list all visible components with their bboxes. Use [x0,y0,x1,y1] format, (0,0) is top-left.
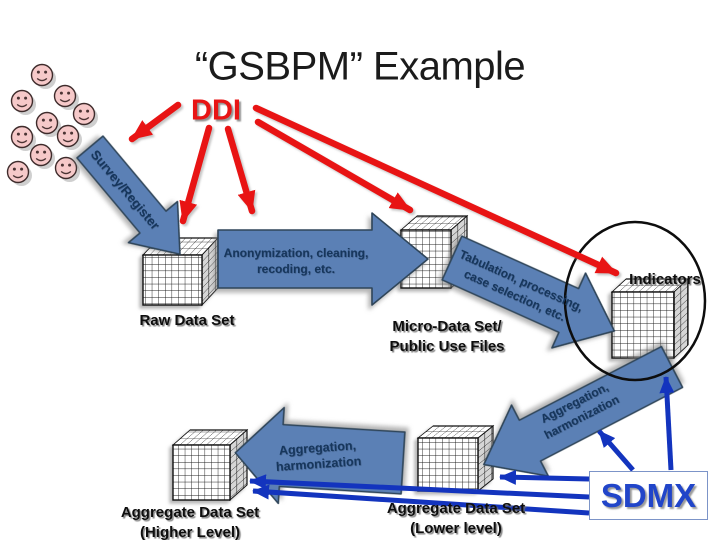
aggregate-lower-cube [416,424,495,493]
indicators-cube [610,277,690,360]
sdmx-standard-box: SDMX [589,471,708,520]
aggregation-to-higher-arrow [234,406,406,505]
sdmx-arrow-to-indicators [659,376,675,471]
ddi-arrow-to-anonymization [224,125,256,215]
sdmx-arrow-to-higher-cube-2 [252,484,590,516]
indicators-highlight-ellipse [563,220,707,382]
smiley-face-icon [10,125,36,151]
ddi-arrow-to-raw-data [179,124,213,225]
anonymization-arrow-label: Anonymization, cleaning, recoding, etc. [223,246,369,276]
smiley-face-icon [29,143,55,169]
sdmx-standard-label: SDMX [600,476,697,514]
page-title: “GSBPM” Example [194,44,526,89]
aggregate-higher-label: Aggregate Data Set (Higher Level) [120,504,260,540]
smiley-face-icon [10,89,36,115]
sdmx-arrow-to-higher-cube-1 [249,474,590,500]
aggregate-higher-cube [171,428,249,502]
smiley-face-icon [72,102,98,128]
smiley-face-icon [53,84,79,110]
sdmx-arrow-to-lower-cube [499,469,590,485]
ddi-standard-label: DDI [191,94,241,127]
ddi-arrow-to-survey [128,101,182,143]
population-smiley-cluster [6,63,98,186]
survey-register-arrow [76,135,181,256]
raw-data-set-label: Raw Data Set [139,312,235,329]
sdmx-arrow-to-aggregation [597,429,635,472]
smiley-face-icon [56,124,82,150]
indicators-label: Indicators [629,271,701,288]
tabulation-arrow [441,235,616,349]
smiley-face-icon [54,156,80,182]
aggregation-to-higher-arrow-label: Aggregation, harmonization [275,438,362,474]
ddi-arrow-to-micro-data [254,118,414,214]
smiley-face-icon [30,63,56,89]
smiley-face-icon [35,111,61,137]
micro-data-set-label: Micro-Data Set/ Public Use Files [389,318,505,355]
anonymization-arrow [217,212,429,306]
ddi-arrow-to-indicators [252,104,620,277]
smiley-face-icon [6,160,32,186]
aggregate-lower-label: Aggregate Data Set (Lower level) [386,500,526,537]
